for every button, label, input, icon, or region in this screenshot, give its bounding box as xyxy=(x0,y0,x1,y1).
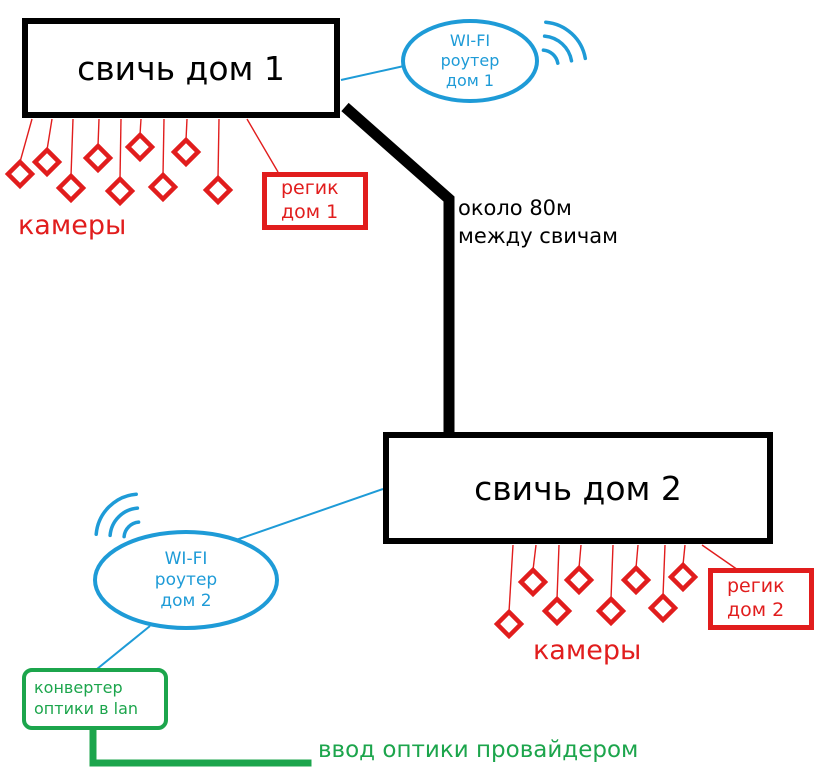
camera-cable xyxy=(97,118,100,147)
cameras-house2-label: камеры xyxy=(533,635,642,666)
camera-cluster-house1 xyxy=(4,131,234,207)
camera-cable xyxy=(532,544,537,571)
wifi-waves-router2 xyxy=(94,492,141,539)
camera-icon xyxy=(595,595,627,627)
router2-line1: WI-FI xyxy=(164,549,208,569)
router1-line2: роутер xyxy=(440,51,500,70)
wifi-wave-arc xyxy=(541,48,560,65)
router-house1-label: WI-FI роутер дом 1 xyxy=(403,31,537,91)
dvr2-line2: дом 2 xyxy=(727,599,785,621)
camera-cable xyxy=(46,118,53,151)
wifi-wave-arc xyxy=(122,520,141,539)
dvr1-line2: дом 1 xyxy=(281,201,339,223)
camera-cable xyxy=(556,544,560,600)
camera-icon xyxy=(4,158,36,190)
camera-cable xyxy=(162,118,165,176)
camera-icon xyxy=(31,146,63,178)
fiber-provider-label: ввод оптики провайдером xyxy=(318,737,639,763)
camera-icon xyxy=(493,608,525,640)
camera-cable xyxy=(662,544,666,597)
camera-icon xyxy=(124,131,156,163)
router2-line3: дом 2 xyxy=(160,591,212,611)
wifi-wave-arc xyxy=(542,34,574,63)
distance-note-line1: около 80м xyxy=(458,196,572,220)
dvr-house2-box: регик дом 2 xyxy=(708,568,814,630)
camera-icon xyxy=(541,595,573,627)
camera-cable xyxy=(578,544,582,569)
camera-icon xyxy=(667,561,699,593)
wifi-wave-arc xyxy=(94,492,138,536)
camera-cable xyxy=(185,118,188,141)
router-house2-label: WI-FI роутер дом 2 xyxy=(96,549,276,612)
dvr1-line1: регик xyxy=(281,177,339,200)
router1-link-line xyxy=(340,65,405,81)
camera-icon xyxy=(620,564,652,596)
camera-cable xyxy=(610,544,614,600)
router2-line2: роутер xyxy=(154,570,218,590)
distance-note: около 80м между свичам xyxy=(458,194,618,250)
switch-house1-label: свичь дом 1 xyxy=(77,48,285,88)
camera-icon xyxy=(563,564,595,596)
camera-cable xyxy=(217,118,220,179)
camera-icon xyxy=(82,142,114,174)
dvr-house1-box: регик дом 1 xyxy=(262,172,368,230)
trunk-cable xyxy=(341,102,455,437)
router1-line3: дом 1 xyxy=(445,71,495,90)
camera-icon xyxy=(170,136,202,168)
fiber-cable xyxy=(89,725,312,767)
camera-cable xyxy=(682,544,686,566)
camera-cable xyxy=(119,118,122,180)
fiber-converter-box: конвертер оптики в lan xyxy=(22,668,168,730)
switch-house2-label: свичь дом 2 xyxy=(474,468,682,508)
converter-link-line xyxy=(96,625,151,670)
camera-icon xyxy=(202,174,234,206)
cameras-house1-label: камеры xyxy=(18,210,127,241)
wifi-wave-arc xyxy=(544,20,588,61)
dvr2-cable xyxy=(701,544,739,571)
camera-icon xyxy=(55,172,87,204)
camera-icon xyxy=(647,592,679,624)
router1-line1: WI-FI xyxy=(449,31,491,50)
switch-house1-box: свичь дом 1 xyxy=(22,18,340,118)
camera-icon xyxy=(517,566,549,598)
router2-ellipse xyxy=(93,530,279,630)
dvr1-cable xyxy=(246,118,279,173)
camera-cable xyxy=(635,544,639,569)
camera-icon xyxy=(104,175,136,207)
router1-ellipse xyxy=(401,19,539,103)
camera-cables-house2 xyxy=(508,544,739,613)
camera-cluster-house2 xyxy=(493,561,699,640)
camera-cable xyxy=(508,544,514,613)
switch-house2-box: свичь дом 2 xyxy=(383,432,773,544)
converter-line1: конвертер xyxy=(34,678,123,698)
wifi-waves-router1 xyxy=(541,20,588,65)
distance-note-line2: между свичам xyxy=(458,224,618,248)
camera-cable xyxy=(19,118,33,163)
camera-icon xyxy=(147,171,179,203)
converter-line2: оптики в lan xyxy=(34,699,139,718)
router2-link-line xyxy=(235,488,384,541)
wifi-wave-arc xyxy=(108,506,140,538)
dvr2-line1: регик xyxy=(727,575,785,598)
camera-cable xyxy=(70,118,74,177)
